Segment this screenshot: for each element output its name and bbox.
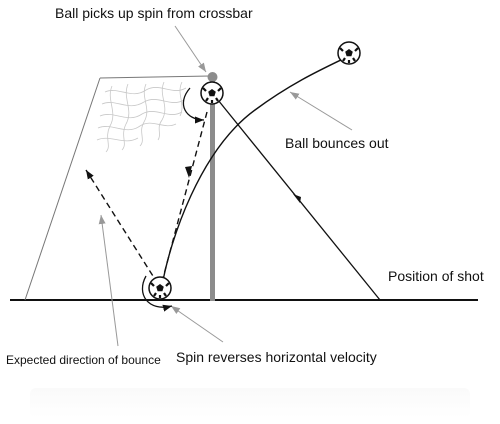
label-spin-reverses: Spin reverses horizontal velocity: [176, 349, 377, 365]
spin-arc-bottom: [141, 275, 173, 312]
dashed-drop-arrow: [185, 166, 192, 178]
soccer-ball-icon: [200, 81, 224, 105]
soccer-ball-icon: [148, 276, 172, 300]
label-crossbar-spin: Ball picks up spin from crossbar: [55, 5, 253, 21]
label-expected-direction: Expected direction of bounce: [6, 353, 161, 367]
leader-expected: [98, 214, 119, 347]
label-position-of-shot: Position of shot: [388, 268, 484, 284]
goal-net: [96, 81, 187, 153]
bounce-out-path: [161, 57, 346, 287]
label-bounces-out: Ball bounces out: [285, 135, 389, 151]
crossbar-end: [207, 72, 218, 82]
spin-arc-top: [182, 87, 205, 124]
expected-bounce-path: [85, 169, 159, 285]
bottom-shadow: [30, 388, 470, 418]
goal-frame: [24, 75, 211, 301]
leader-bounces-out: [289, 91, 353, 131]
leader-crossbar: [174, 25, 207, 73]
soccer-ball-icon: [337, 41, 361, 65]
goal-post: [210, 80, 215, 301]
leader-spin-reverses: [170, 305, 224, 343]
incoming-shot-arrow: [293, 194, 301, 203]
